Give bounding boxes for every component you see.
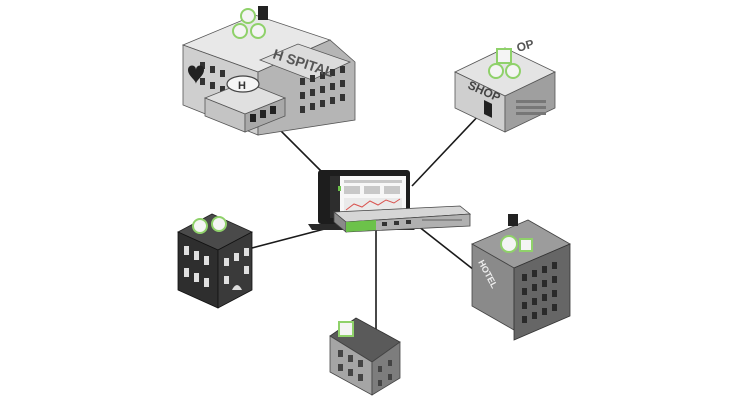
shop-rooftop-sign: OP	[515, 37, 536, 55]
hospital-building: H H SPITAL	[181, 6, 356, 136]
shop-access-points	[488, 48, 521, 79]
access-point-icon	[496, 48, 512, 64]
office-building: HOTEL	[471, 214, 571, 341]
access-point-icon	[250, 23, 266, 39]
access-point-icon	[505, 63, 521, 79]
helipad-label: H	[238, 80, 246, 92]
house-building	[329, 317, 401, 396]
access-point-icon	[232, 23, 248, 39]
access-point-icon	[211, 216, 227, 232]
shop-building: SHOP OP	[454, 37, 556, 133]
hub-appliance	[332, 205, 472, 233]
office-access-points	[500, 235, 533, 253]
hospital-access-points	[232, 8, 266, 39]
townhouse-access-points	[192, 216, 227, 234]
appliance-accent	[346, 220, 376, 232]
link-office	[417, 225, 475, 271]
link-shop	[411, 111, 483, 187]
helipad-icon	[226, 75, 260, 93]
access-point-icon	[488, 63, 504, 79]
access-point-icon	[240, 8, 256, 24]
townhouse-building	[177, 213, 253, 309]
access-point-icon	[500, 235, 518, 253]
access-point-icon	[192, 218, 208, 234]
heart-icon	[188, 65, 204, 84]
access-point-icon	[338, 321, 354, 337]
access-point-icon	[519, 238, 533, 252]
